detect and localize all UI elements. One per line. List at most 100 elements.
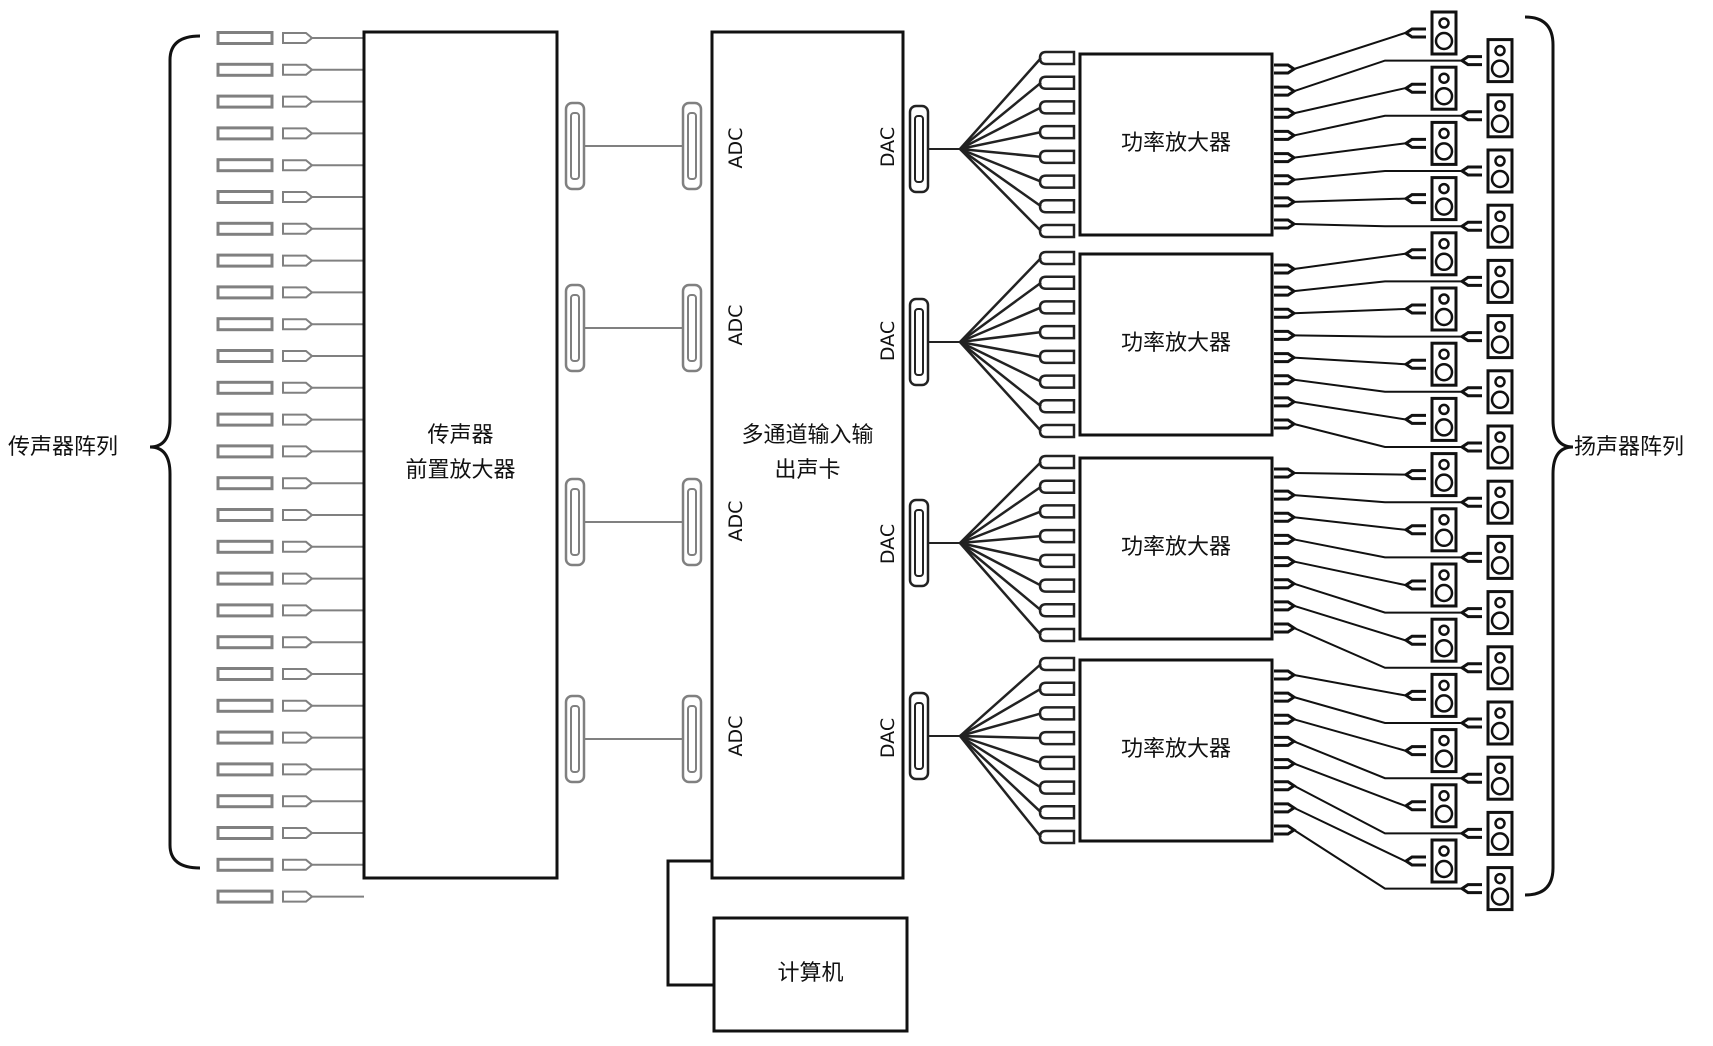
amp-output-plug [1274,152,1297,164]
speaker-plug [1459,331,1482,343]
speaker-cabinet [1430,562,1458,608]
mic-capsule [216,667,274,681]
mic-capsule [216,508,274,522]
fanout-wire [959,147,1042,208]
speaker-plug [1403,193,1426,205]
mic-plug [282,477,314,490]
fanout-wire [959,485,1042,545]
mic-capsule [216,31,274,45]
amp-input-plug [1038,528,1076,544]
speaker-woofer [1434,859,1454,879]
speaker-wire [1293,674,1406,697]
speaker-cabinet [1430,452,1458,498]
microphone [216,62,364,77]
mic-plug [282,381,314,394]
mic-array-brace [149,34,201,870]
fanout-wire [959,687,1042,738]
speaker [1293,231,1458,277]
fanout-wire [959,541,1042,563]
amp-input-plug [1038,275,1076,290]
microphone [216,508,364,522]
speaker-cabinet [1486,645,1514,691]
power-amp-box [1078,252,1274,437]
connector-shell [564,283,586,373]
speaker-plug [1403,800,1426,812]
speaker-wire [1293,400,1406,421]
microphone [216,762,364,777]
preamp-output-connector [564,477,586,567]
speaker [1293,176,1458,222]
speaker-wire [1293,696,1462,724]
soundcard-label-line1: 多通道输入输 [741,423,874,448]
speaker-wire [1293,197,1406,203]
speaker-array [1293,10,1514,912]
fanout-wire [959,147,1042,159]
speaker-plug [1403,248,1426,260]
adc-input-connector [681,101,703,191]
dac-label-3: DAC [877,523,899,565]
microphone [216,635,364,650]
speaker-cabinet [1430,341,1458,387]
amp-input-plug [1038,423,1076,439]
speaker-plug [1459,662,1482,674]
microphone [216,667,364,681]
speaker-wire [1293,170,1462,181]
amp-output-plug [1274,691,1297,703]
speaker-cabinet [1486,38,1514,84]
fanout-wire [959,147,1042,183]
mic-plug [282,222,314,235]
speaker-plug [1459,110,1482,122]
speaker-woofer [1434,694,1454,713]
mic-capsule [216,857,274,872]
fanout-wire [959,663,1042,737]
speaker-plug [1459,386,1482,398]
speaker-woofer [1434,362,1454,382]
speaker-wire [1293,740,1462,780]
speaker-tweeter [1494,541,1506,554]
speaker-wire [1293,142,1406,159]
fanout-wire [959,734,1042,789]
adc-label-4: ADC [725,715,747,757]
speaker-plug [1403,579,1426,591]
speaker-plug [1459,55,1482,67]
amp-output-plug [1274,669,1297,681]
speaker-plug [1459,607,1482,619]
speaker-woofer [1490,666,1510,686]
power-amp-label-2: 功率放大器 [1120,331,1231,356]
connector-shell [564,477,586,567]
speaker [1293,369,1514,415]
mic-capsule [216,635,274,650]
amp-output-plug [1274,218,1297,230]
connector-shell [908,104,930,194]
speaker-wire [1293,280,1462,293]
microphone [216,539,364,554]
connector-pins [570,705,580,773]
connector-shell [564,694,586,784]
amp-input-plug [1038,50,1076,66]
speaker-woofer [1490,556,1510,575]
speaker-cabinet [1430,783,1458,829]
mic-capsule [216,730,274,745]
speaker [1293,479,1514,525]
speaker [1293,258,1514,304]
connector-pins [914,702,924,770]
mic-capsule [216,539,274,554]
speaker-plug [1459,496,1482,508]
dac-output-connector [908,104,930,194]
amp-output-plug [1274,713,1297,725]
mic-capsule [216,444,274,459]
amp-output-plug [1274,622,1297,634]
microphone [216,158,364,173]
speaker [1293,423,1514,470]
speaker [1293,560,1458,608]
mic-capsule [216,412,274,427]
speaker-plug [1459,883,1482,895]
preamp-box [362,30,559,880]
preamp-output-connector [564,694,586,784]
speaker-wire [1293,252,1406,270]
speaker-plug [1403,689,1426,701]
preamp-output-connector [564,101,586,191]
dac-label-4: DAC [877,717,899,759]
fanout-wire [959,130,1042,151]
computer-link-wire [666,859,714,987]
